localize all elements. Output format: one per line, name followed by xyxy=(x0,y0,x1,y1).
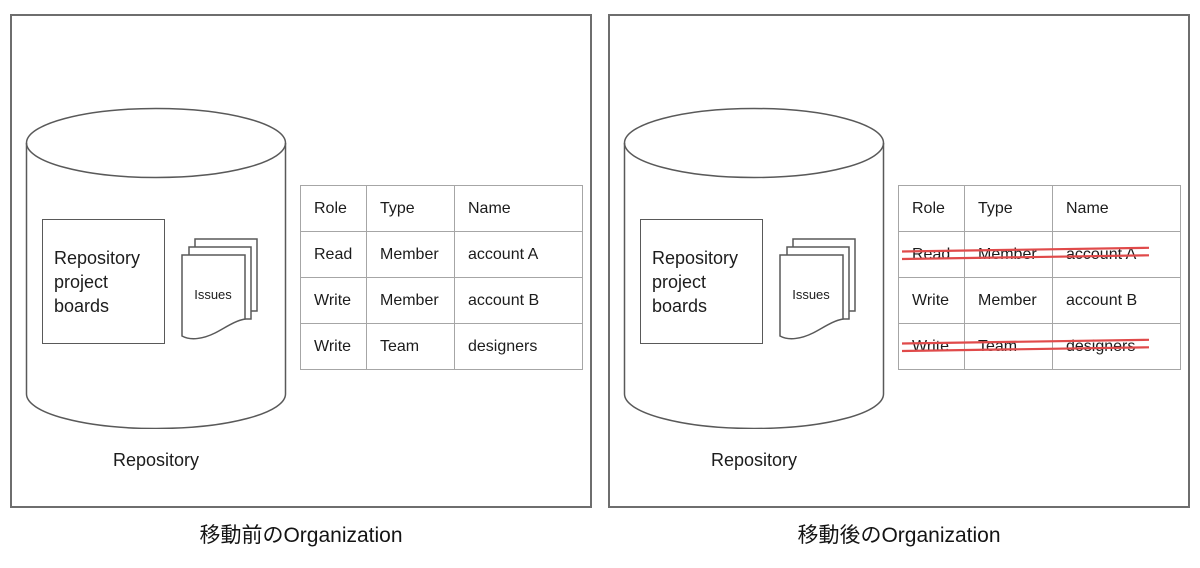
repository-project-boards-box: Repository project boards xyxy=(640,219,763,344)
table-cell: Read xyxy=(898,231,965,278)
table-header-cell: Role xyxy=(300,185,367,232)
table-cell: Read xyxy=(300,231,367,278)
table-cell: designers xyxy=(1052,323,1181,370)
table-cell: Write xyxy=(898,277,965,324)
table-cell: Write xyxy=(898,323,965,370)
repository-label: Repository xyxy=(710,450,798,470)
table-row: Write Team designers xyxy=(898,323,1181,370)
table-cell: Member xyxy=(366,231,455,278)
issues-documents-stack-icon xyxy=(181,238,258,340)
table-cell: Write xyxy=(300,277,367,324)
repository-project-boards-box: Repository project boards xyxy=(42,219,165,344)
table-cell: designers xyxy=(454,323,583,370)
table-cell: Team xyxy=(964,323,1053,370)
issues-label: Issues xyxy=(792,287,830,302)
table-header-row: Role Type Name xyxy=(898,185,1181,232)
table-row: Read Member account A xyxy=(300,231,583,278)
permissions-table: Role Type Name Read Member account A Wri… xyxy=(898,185,1181,370)
repository-project-boards-label: Repository project boards xyxy=(54,247,141,316)
table-cell: Member xyxy=(964,277,1053,324)
table-cell: account B xyxy=(1052,277,1181,324)
table-row: Read Member account A xyxy=(898,231,1181,278)
table-header-cell: Type xyxy=(366,185,455,232)
table-header-row: Role Type Name xyxy=(300,185,583,232)
table-cell: Member xyxy=(964,231,1053,278)
caption-after: 移動後のOrganization xyxy=(797,524,1001,547)
table-cell: Team xyxy=(366,323,455,370)
caption-before: 移動前のOrganization xyxy=(199,524,403,547)
repository-project-boards-label: Repository project boards xyxy=(652,247,739,316)
table-row: Write Member account B xyxy=(898,277,1181,324)
repository-label: Repository xyxy=(112,450,200,470)
table-header-cell: Name xyxy=(454,185,583,232)
permissions-table: Role Type Name Read Member account A Wri… xyxy=(300,185,583,370)
table-cell: account A xyxy=(1052,231,1181,278)
table-header-cell: Type xyxy=(964,185,1053,232)
table-cell: Write xyxy=(300,323,367,370)
organization-panel-after: Repository project boards Issues Reposit… xyxy=(608,14,1190,508)
issues-label: Issues xyxy=(194,287,232,302)
table-cell: account B xyxy=(454,277,583,324)
table-cell: Member xyxy=(366,277,455,324)
organization-panel-before: Repository project boards Issues Reposit… xyxy=(10,14,592,508)
table-header-cell: Name xyxy=(1052,185,1181,232)
table-header-cell: Role xyxy=(898,185,965,232)
issues-documents-stack-icon xyxy=(779,238,856,340)
table-cell: account A xyxy=(454,231,583,278)
table-row: Write Member account B xyxy=(300,277,583,324)
table-row: Write Team designers xyxy=(300,323,583,370)
